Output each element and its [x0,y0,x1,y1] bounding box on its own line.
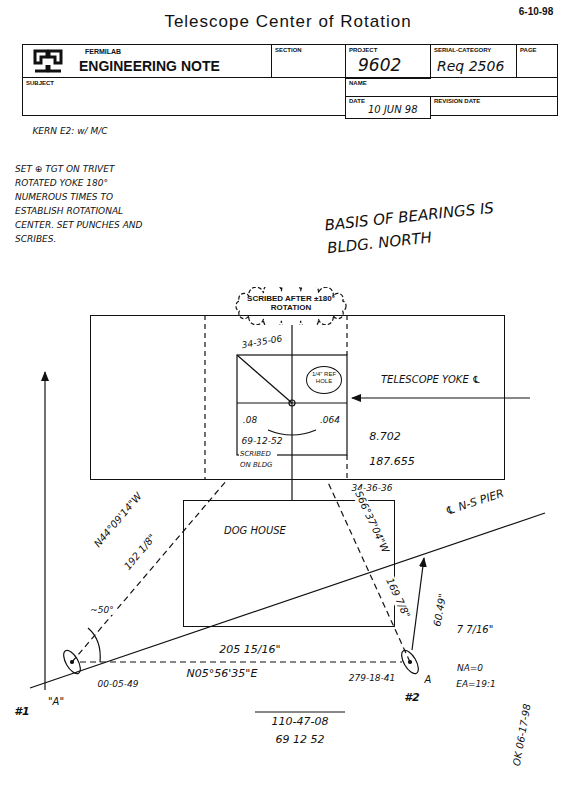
annotation: OK 06-17-98 [511,702,534,768]
annotation: ℄ N-S PIER [443,487,506,518]
scribe-cloud: SCRIBED AFTER ±180° ROTATION [232,287,350,325]
annotation: 00-05-49 [97,679,140,689]
node-label: REVISION DATE [434,98,480,105]
sight-line [72,480,227,662]
node-label: PAGE [520,47,537,54]
dashed-line [346,455,347,480]
date-stamp: 6-10-98 [518,6,554,18]
annotation: #2 [403,692,420,705]
sight-line [327,480,410,662]
node-label: FERMILAB [85,48,121,56]
yoke-axis-arrow [352,397,530,398]
north-arrow [44,372,45,690]
page-title: Telescope Center of Rotation [0,12,576,32]
center-line [291,325,292,500]
annotation: 110-47-08 [271,716,330,729]
form-cell: SUBJECT [22,77,346,116]
annotation: S66°37'04"W [352,488,391,555]
node-value: 9602 [358,56,401,76]
node-label: SERIAL-CATEGORY [434,47,491,54]
form-cell: REVISION DATE [430,96,558,116]
telescope-yoke: TELESCOPE YOKE ℄ 1/4" REF HOLE [90,315,505,480]
ray-line [237,355,292,403]
punch-mark [409,661,412,664]
center-point [289,400,295,406]
punch-mark [71,661,74,664]
annotation: BASIS OF BEARINGS IS BLDG. NORTH [323,195,514,261]
form-cell: NAME [345,77,558,97]
angle-arc [268,430,316,435]
annotation: "A" [47,696,65,708]
annotation: SCRIBED ON BLDG [239,449,277,471]
node-value: 10 JUN 98 [368,104,418,116]
annotation: N05°56'35"E [186,668,259,681]
form-cell: PAGE [516,44,558,78]
node-label: DOG HOUSE [224,525,286,537]
annotation: NA=0 [456,663,484,673]
annotation: N44°09'14"W [91,490,145,551]
form-cell: SECTION [271,44,346,78]
point-2-slot [398,648,421,677]
node-label: SUBJECT [26,80,54,87]
node-label: NAME [349,80,367,87]
node-label: 1/4" REF HOLE [309,371,339,385]
annotation: SET ⊕ TGT ON TRIVET ROTATED YOKE 180° NU… [14,163,156,247]
annotation: 60.49" [431,592,448,629]
header-title-box: FERMILAB ENGINEERING NOTE [22,44,272,78]
node-value: ENGINEERING NOTE [79,58,220,74]
point-1-slot [60,648,83,677]
annotation: .064 [319,415,341,425]
form-cell: PROJECT 9602 [345,44,431,79]
angle-arc [88,628,100,662]
annotation: KERN E2: w/ M/C [31,126,108,136]
annotation: 8.702 [368,431,402,444]
form-cell: SERIAL-CATEGORY Req 2506 [430,44,517,78]
node-label: TELESCOPE YOKE ℄ [381,374,481,386]
annotation: ~50° [89,605,115,615]
annotation: 69-12-52 [241,436,284,446]
annotation: 69 12 52 [275,734,326,747]
node-label: SCRIBED AFTER ±180° ROTATION [243,294,339,312]
dimension-line [412,558,424,650]
base-line [80,661,402,662]
fermilab-logo [31,48,65,74]
annotation: 187.655 [368,456,416,469]
ref-hole: 1/4" REF HOLE [306,366,342,394]
annotation: 279-18-41 [348,673,397,683]
dashed-line [346,315,347,355]
node-value: Req 2506 [437,58,504,74]
annotation: .08 [242,415,258,425]
underline [255,711,345,712]
form-cell: DATE10 JUN 98 [345,96,431,119]
annotation: 7 7/16" [456,624,495,636]
node-label: PROJECT [349,47,377,54]
annotation: EA=19:1 [455,679,497,689]
annotation: 205 15/16" [218,644,281,657]
node-label: DATE [349,98,365,105]
dashed-line [204,315,205,480]
annotation: A [424,674,433,686]
annotation: #1 [13,706,30,719]
annotation: 34-35-06 [240,333,284,351]
node-label: SECTION [275,47,302,54]
dog-house: DOG HOUSE [183,500,395,627]
